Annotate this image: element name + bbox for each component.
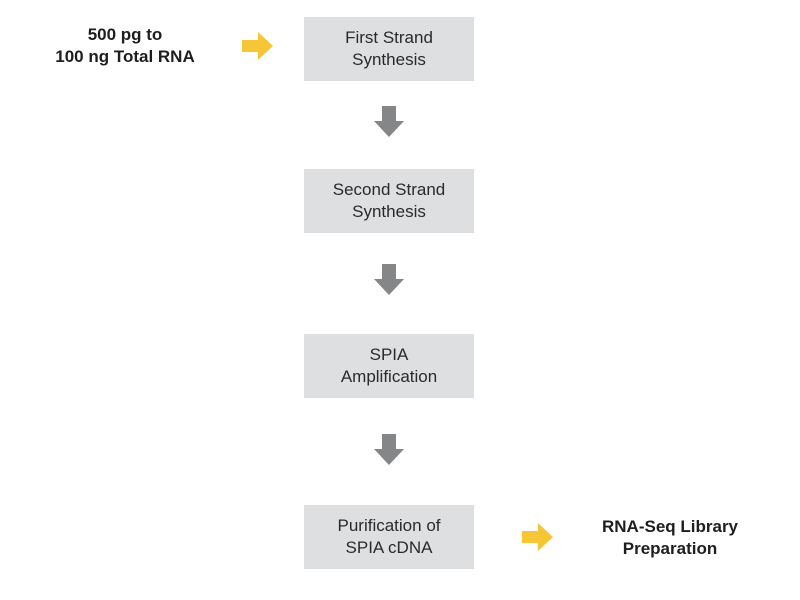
- step-3-line-2: Amplification: [340, 367, 438, 386]
- step-1-line-2: Synthesis: [352, 50, 426, 69]
- step-2-line-2: Synthesis: [352, 202, 426, 221]
- input-arrow-shape: [242, 32, 273, 60]
- step-spia-amplification: SPIA Amplification: [304, 334, 474, 398]
- input-label-line-2: 100 ng Total RNA: [55, 47, 195, 66]
- down-arrow-shape: [374, 434, 404, 465]
- input-arrow-icon: [242, 32, 273, 60]
- output-label-line-2: Preparation: [622, 539, 718, 558]
- down-arrow-shape: [374, 264, 404, 295]
- input-label-line-1: 500 pg to: [87, 25, 163, 44]
- down-arrow-icon: [374, 264, 404, 295]
- step-3-line-1: SPIA: [369, 345, 409, 364]
- step-purification-of-spia-cdna: Purification of SPIA cDNA: [304, 505, 474, 569]
- down-arrow-icon: [374, 434, 404, 465]
- step-4-line-1: Purification of: [337, 516, 441, 535]
- output-arrow-icon: [522, 523, 553, 551]
- output-arrow-shape: [522, 523, 553, 551]
- input-label: 500 pg to 100 ng Total RNA: [40, 24, 210, 68]
- down-arrow-icon: [374, 106, 404, 137]
- step-2-line-1: Second Strand: [332, 180, 446, 199]
- output-label-line-1: RNA-Seq Library: [601, 517, 739, 536]
- step-1-line-1: First Strand: [345, 28, 433, 47]
- step-second-strand-synthesis: Second Strand Synthesis: [304, 169, 474, 233]
- down-arrow-shape: [374, 106, 404, 137]
- output-label: RNA-Seq Library Preparation: [580, 516, 760, 560]
- step-first-strand-synthesis: First Strand Synthesis: [304, 17, 474, 81]
- step-4-line-2: SPIA cDNA: [345, 538, 433, 557]
